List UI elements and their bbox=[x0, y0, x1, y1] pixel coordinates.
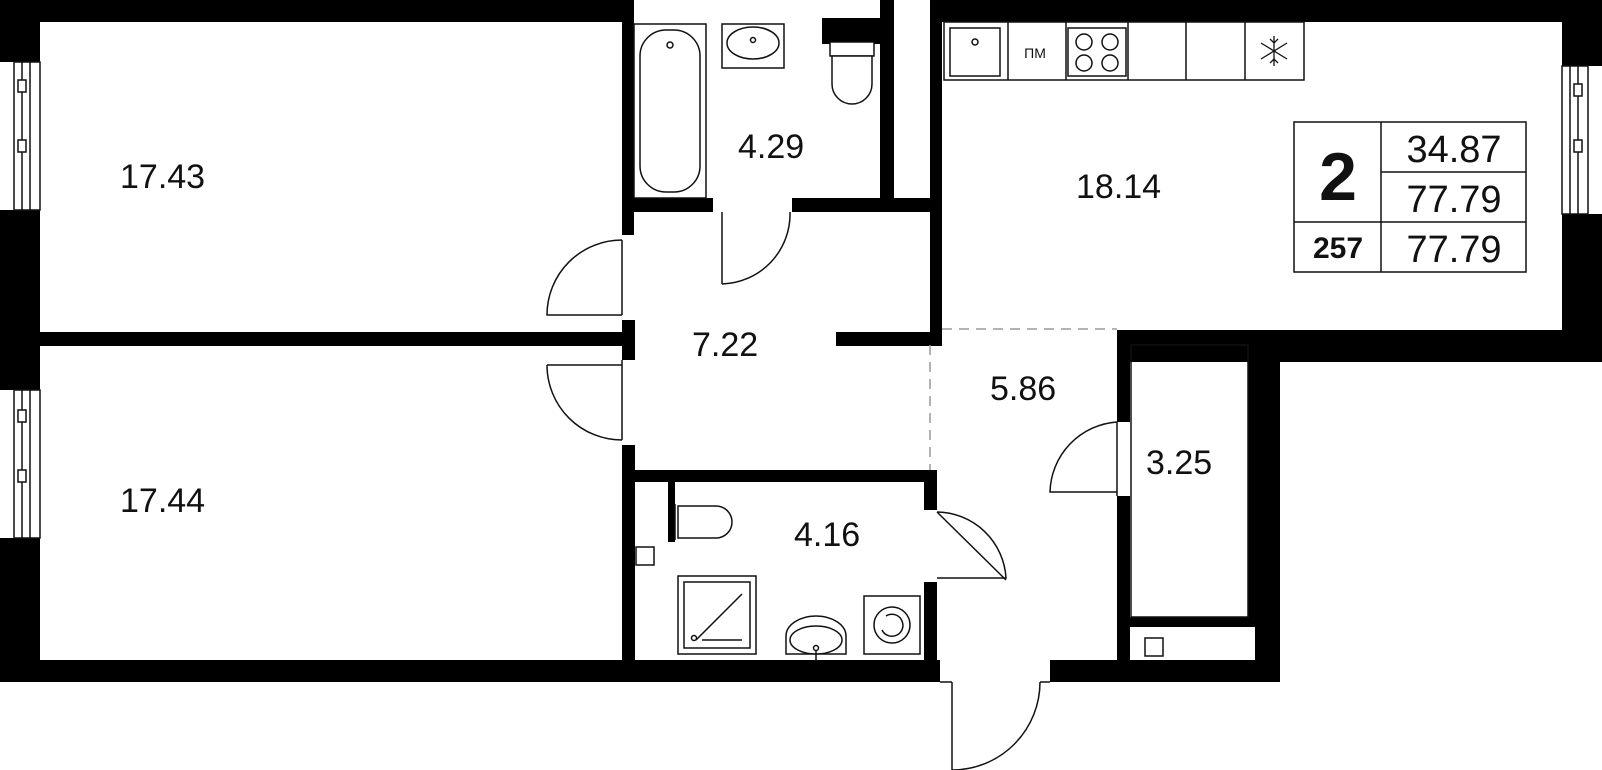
door-swing-icon[interactable] bbox=[546, 360, 623, 441]
wall-shower-inner bbox=[668, 482, 675, 542]
outer-wall-bottom-right bbox=[1050, 660, 1280, 682]
outer-wall-left-top bbox=[0, 0, 40, 62]
shower-tray-icon bbox=[677, 575, 757, 655]
wall-shower-top bbox=[622, 470, 937, 482]
room-area-kitchen-living: 18.14 bbox=[1076, 168, 1161, 206]
window-icon bbox=[13, 61, 41, 211]
room-area-hallway: 7.22 bbox=[692, 326, 758, 364]
wall-hall-return bbox=[836, 332, 942, 346]
room-outlines bbox=[1130, 344, 1249, 618]
toilet-icon bbox=[829, 41, 875, 105]
riser-box bbox=[635, 546, 655, 566]
riser-box bbox=[1144, 637, 1164, 657]
outer-wall-step-horizontal bbox=[1130, 330, 1602, 362]
door-swing-icon[interactable] bbox=[940, 681, 1050, 770]
wall-kitchen-hall bbox=[930, 0, 942, 345]
toilet-icon bbox=[674, 504, 733, 540]
wall-shower-right-b bbox=[924, 582, 937, 682]
wall-hall-stub-bottom bbox=[622, 445, 635, 682]
outer-wall-left-bottom bbox=[0, 538, 40, 680]
wall-hall-stub-top bbox=[622, 320, 635, 360]
room-area-corridor: 5.86 bbox=[990, 370, 1056, 408]
room-area-storage: 3.25 bbox=[1146, 444, 1212, 482]
rooms-count: 2 bbox=[1319, 139, 1357, 215]
wall-storage-left-a bbox=[1117, 330, 1130, 422]
wall-bedrooms-divider bbox=[40, 332, 635, 346]
dishwasher-icon: ПМ bbox=[1007, 22, 1046, 80]
wall-bathroom-left bbox=[622, 0, 634, 235]
door-swing-icon[interactable] bbox=[936, 511, 1007, 581]
room-area-bathroom: 4.29 bbox=[738, 128, 804, 166]
outer-wall-right-top bbox=[1562, 0, 1602, 66]
total-area: 77.79 bbox=[1406, 179, 1501, 221]
partition-dashed bbox=[929, 328, 1117, 470]
wall-bathroom-bottom-a bbox=[622, 198, 713, 212]
window-icon bbox=[1561, 65, 1589, 215]
door-swing-icon[interactable] bbox=[721, 211, 791, 285]
wall-bathroom-ledge bbox=[822, 18, 880, 44]
washbasin-icon bbox=[721, 23, 785, 69]
wall-bathroom-right bbox=[880, 0, 894, 210]
room-area-shower-room: 4.16 bbox=[794, 516, 860, 554]
wall-storage-bottom bbox=[1117, 617, 1280, 627]
washbasin-icon bbox=[785, 615, 847, 660]
door-swing-icon[interactable] bbox=[1049, 421, 1118, 496]
shower-fixtures bbox=[635, 504, 1164, 660]
wall-storage-left-b bbox=[1117, 496, 1130, 682]
doors bbox=[546, 211, 1118, 770]
dishwasher-label: ПМ bbox=[1024, 45, 1046, 61]
room-area-bedroom-2: 17.44 bbox=[120, 482, 205, 520]
windows bbox=[13, 61, 1589, 539]
stove-icon bbox=[1065, 22, 1129, 80]
washing-machine-icon bbox=[863, 595, 921, 655]
apartment-number: 257 bbox=[1313, 232, 1363, 265]
apartment-info-table bbox=[1293, 121, 1527, 273]
living-area: 34.87 bbox=[1406, 129, 1501, 171]
window-icon bbox=[13, 389, 41, 539]
walls bbox=[0, 0, 1602, 682]
door-swing-icon[interactable] bbox=[546, 239, 623, 316]
total-area-repeat: 77.79 bbox=[1406, 229, 1501, 271]
room-area-bedroom-1: 17.43 bbox=[120, 158, 205, 196]
fridge-snowflake-icon bbox=[1260, 36, 1288, 66]
kitchen-fixtures: ПМ bbox=[943, 21, 1305, 81]
sink-icon bbox=[949, 27, 1001, 77]
bathroom-fixtures bbox=[633, 23, 875, 199]
storage-inner-outline bbox=[1130, 344, 1249, 618]
outer-wall-bottom-left bbox=[0, 660, 940, 682]
wall-storage-right-inner bbox=[1248, 345, 1260, 627]
wall-bathroom-bottom-b bbox=[792, 198, 937, 212]
bathtub-icon bbox=[633, 23, 707, 199]
outer-wall-left-mid bbox=[0, 210, 40, 390]
wall-shower-right-a bbox=[924, 470, 937, 510]
outer-wall-top-left bbox=[0, 0, 622, 22]
outer-wall-top-right bbox=[930, 0, 1602, 22]
